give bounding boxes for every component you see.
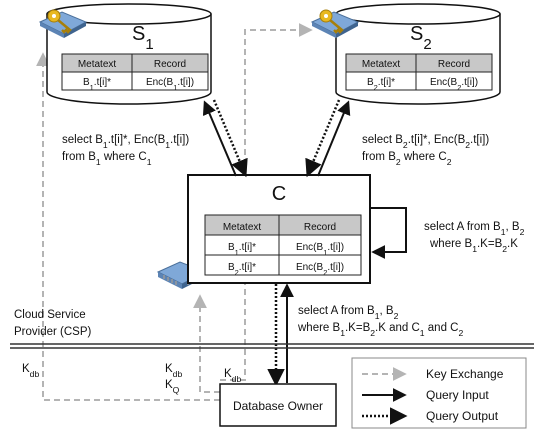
legend: Key Exchange Query Input Query Output xyxy=(351,357,527,429)
legend-query-output-label: Query Output xyxy=(426,409,499,423)
key-exchange-owner-to-c xyxy=(193,294,220,393)
query-output-arrow-s2 xyxy=(305,99,341,178)
legend-query-input-label: Query Input xyxy=(426,388,489,402)
table-cell xyxy=(415,71,493,91)
table-header-label: Record xyxy=(438,59,470,70)
csp-label: Provider (CSP) xyxy=(14,326,91,338)
s2-c-arrows xyxy=(305,99,351,178)
s1-c-arrows xyxy=(202,99,248,178)
table-cell-text: Enc(B2.t[i]) xyxy=(430,77,478,92)
server-s2-title: S2 xyxy=(410,23,432,53)
query-label-s2: from B2 where C2 xyxy=(362,151,452,167)
csp-label: Cloud Service xyxy=(14,309,86,321)
table-cell xyxy=(131,71,209,91)
chip-key-icon xyxy=(310,9,360,38)
legend-key-exchange-label: Key Exchange xyxy=(426,367,504,381)
table-cell-text: Enc(B1.t[i]) xyxy=(146,77,194,92)
query-label-self: where B1.K=B2.K xyxy=(429,238,518,254)
table-header-label: Record xyxy=(304,222,336,233)
key-label: Kdb xyxy=(165,363,182,379)
table-header-label: Record xyxy=(154,59,186,70)
table-header-label: Metatext xyxy=(223,222,262,233)
table-cell-text: B1.t[i]* xyxy=(83,77,111,92)
central-server-title: C xyxy=(272,183,286,205)
key-label: Kdb xyxy=(22,363,39,379)
query-label-s1: select B1.t[i]*, Enc(B1.t[i]) xyxy=(62,134,189,150)
query-label-owner: select A from B1, B2 xyxy=(298,305,399,321)
table-cell-text: Enc(B1.t[i]) xyxy=(296,242,344,257)
query-input-arrow-s1 xyxy=(202,100,237,177)
database-owner-box xyxy=(219,383,337,427)
table-cell-text: B2.t[i]* xyxy=(367,77,395,92)
key-label: KQ xyxy=(165,379,180,395)
table-cell-text: B2.t[i]* xyxy=(228,262,256,277)
server-s1-title: S1 xyxy=(132,23,154,53)
query-label-self: select A from B1, B2 xyxy=(424,221,525,237)
chip-key-icon xyxy=(38,9,88,38)
database-owner-label: Database Owner xyxy=(233,399,323,413)
table-header-label: Metatext xyxy=(78,59,117,70)
query-input-arrow-s2 xyxy=(317,100,351,177)
table-cell-text: Enc(B2.t[i]) xyxy=(296,262,344,277)
key-label: Kdb xyxy=(224,368,241,384)
query-output-arrow-s1 xyxy=(212,99,248,178)
table-cell xyxy=(278,254,362,276)
query-label-s1: from B1 where C1 xyxy=(62,151,152,167)
table-cell-text: B1.t[i]* xyxy=(228,242,256,257)
query-label-s2: select B2.t[i]*, Enc(B2.t[i]) xyxy=(362,134,489,150)
self-loop-arrow xyxy=(370,207,407,259)
table-header-label: Metatext xyxy=(362,59,401,70)
query-label-owner: where B1.K=B2.K and C1 and C2 xyxy=(297,322,463,338)
